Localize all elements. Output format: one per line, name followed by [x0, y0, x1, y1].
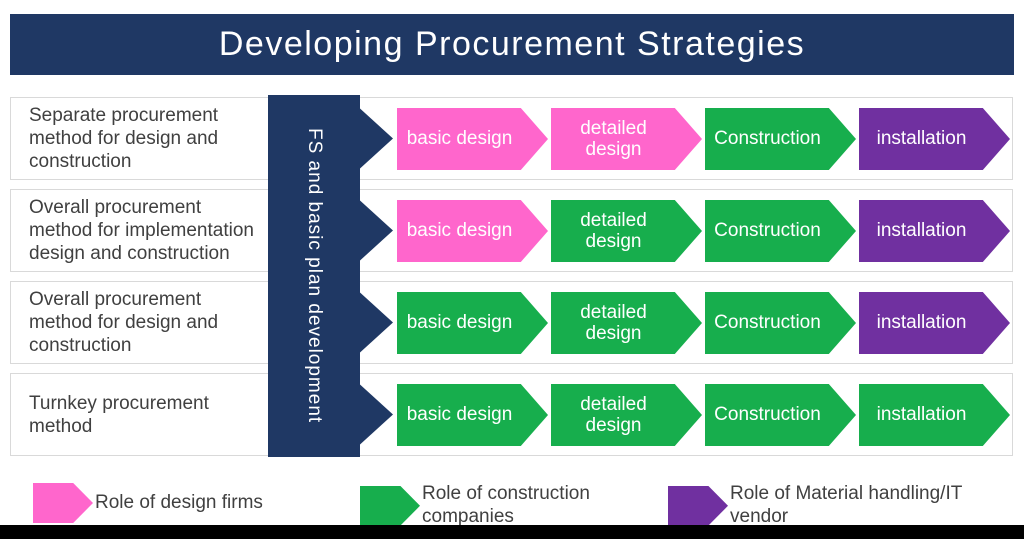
- stage-arrow-construction: Construction: [705, 108, 856, 170]
- legend-label: Role of construction companies: [422, 483, 590, 527]
- method-label: Separate procurement method for design a…: [29, 104, 219, 173]
- stage-arrow-construction: Construction: [705, 200, 856, 262]
- stage-arrow-basic-design: basic design: [397, 200, 548, 262]
- title-bar: Developing Procurement Strategies: [10, 14, 1014, 75]
- stage-arrow-construction: Construction: [705, 384, 856, 446]
- method-row-overall-implementation: Overall procurement method for implement…: [10, 189, 1013, 272]
- stage-arrow-basic-design: basic design: [397, 292, 548, 354]
- legend-item-construction-companies: Role of construction companies: [360, 483, 600, 529]
- page-title: Developing Procurement Strategies: [218, 25, 806, 63]
- method-label: Overall procurement method for design an…: [29, 288, 219, 357]
- legend-item-design-firms: Role of design firms: [33, 483, 263, 523]
- stage-arrow-detailed-design: detailed design: [551, 384, 702, 446]
- stage-arrow-basic-design: basic design: [397, 108, 548, 170]
- method-row-overall-design: Overall procurement method for design an…: [10, 281, 1013, 364]
- stage-arrow-detailed-design: detailed design: [551, 292, 702, 354]
- fs-column-shape: [268, 95, 393, 457]
- stage-arrow-construction: Construction: [705, 292, 856, 354]
- stage-arrow-installation: installation: [859, 200, 1010, 262]
- stage-arrow-detailed-design: detailed design: [551, 200, 702, 262]
- method-row-separate: Separate procurement method for design a…: [10, 97, 1013, 180]
- method-label: Turnkey procurement method: [29, 392, 209, 437]
- stage-arrow-installation: installation: [859, 108, 1010, 170]
- pink-arrow-swatch-icon: [33, 483, 93, 523]
- stage-arrow-installation: installation: [859, 384, 1010, 446]
- stage-arrow-basic-design: basic design: [397, 384, 548, 446]
- purple-arrow-swatch-icon: [668, 485, 728, 526]
- stage-arrow-detailed-design: detailed design: [551, 108, 702, 170]
- legend-item-material-handling-vendor: Role of Material handling/IT vendor: [668, 483, 1024, 529]
- legend-label: Role of Material handling/IT vendor: [730, 483, 962, 527]
- green-arrow-swatch-icon: [360, 485, 420, 526]
- footer-bar: [0, 525, 1024, 539]
- stage-arrow-installation: installation: [859, 292, 1010, 354]
- method-label: Overall procurement method for implement…: [29, 196, 254, 265]
- stage-arrows: basic design detailed design Constructio…: [397, 108, 1010, 170]
- legend-label: Role of design firms: [95, 491, 263, 513]
- stage-arrows: basic design detailed design Constructio…: [397, 384, 1010, 446]
- fs-basic-plan-column: FS and basic plan development: [268, 95, 394, 457]
- stage-arrows: basic design detailed design Constructio…: [397, 200, 1010, 262]
- method-row-turnkey: Turnkey procurement method basic design …: [10, 373, 1013, 456]
- fs-column-label: FS and basic plan development: [304, 128, 325, 424]
- stage-arrows: basic design detailed design Constructio…: [397, 292, 1010, 354]
